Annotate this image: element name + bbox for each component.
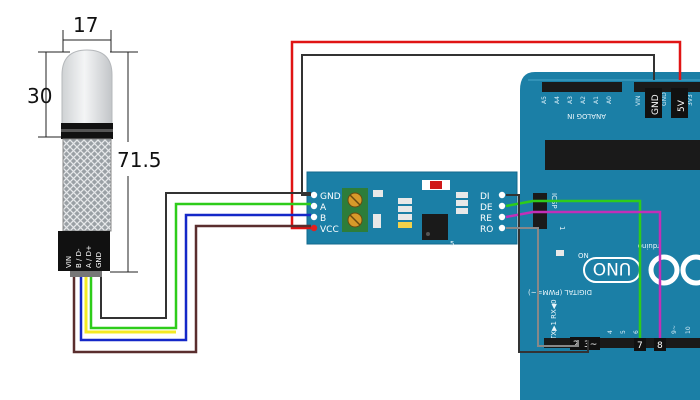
tag-5v: 5V bbox=[677, 99, 687, 112]
header-3v3: 3V3 bbox=[687, 94, 694, 106]
reset-label: 1 bbox=[558, 226, 566, 230]
on-label: ON bbox=[578, 252, 589, 260]
resistor-a bbox=[373, 190, 383, 197]
wire-sensor-b bbox=[79, 213, 311, 342]
digital-label: DIGITAL (PWM=~) bbox=[528, 288, 592, 296]
header-a5: A5 bbox=[541, 96, 548, 104]
module-pin-gnd: GND bbox=[320, 192, 341, 202]
wire-ro-pin3 bbox=[506, 227, 579, 347]
wire-di-pin2 bbox=[506, 194, 589, 353]
sensor-pin-b: B / D- bbox=[75, 248, 83, 268]
header-d4: 4 bbox=[607, 330, 614, 334]
header-d9: 9~ bbox=[671, 325, 678, 334]
power-tags: GND 5V bbox=[645, 88, 688, 118]
rs485-module: GND A B VCC 5 DI DE RE RO bbox=[306, 171, 518, 248]
header-d6: 6 bbox=[633, 330, 640, 334]
module-pin-ro: RO bbox=[480, 225, 493, 235]
sensor-connector bbox=[58, 231, 110, 271]
module-pin-de: DE bbox=[480, 203, 493, 213]
dim-width-label: 17 bbox=[73, 13, 98, 37]
header-gnd2: GND bbox=[661, 92, 668, 106]
dim-cap-label: 30 bbox=[27, 84, 52, 108]
digital-header: DIGITAL (PWM=~) TX▶1 RX◀0 4 5 6 9~ 10 bbox=[528, 288, 700, 348]
header-a0: A0 bbox=[606, 96, 613, 104]
dim-length-label: 71.5 bbox=[117, 148, 162, 172]
module-pin-re: RE bbox=[480, 214, 492, 224]
uno-text: UNO bbox=[593, 258, 632, 278]
module-pin-b: B bbox=[320, 214, 326, 224]
sensor-body bbox=[62, 138, 112, 232]
module-pin-di: DI bbox=[480, 192, 490, 202]
sensor-pin-gnd: GND bbox=[95, 252, 103, 268]
brand-text: rduino bbox=[638, 242, 660, 250]
wire-sensor-vin bbox=[84, 277, 176, 334]
sensor-probe: 17 30 71.5 VIN B / D- A / D+ GND bbox=[27, 13, 162, 277]
tag-pin8: 8 bbox=[657, 341, 663, 351]
ic-chip bbox=[422, 214, 448, 240]
mcu-chip bbox=[545, 140, 700, 170]
wire-5v-vcc bbox=[290, 40, 682, 230]
wire-sensor-gnd bbox=[100, 192, 311, 319]
wires bbox=[72, 40, 682, 354]
sensor-cap bbox=[61, 49, 113, 126]
ic-label: 5 bbox=[450, 240, 454, 248]
dimension-lines bbox=[38, 30, 138, 273]
wire-sensor-brown bbox=[72, 224, 311, 354]
wire-gnd-module bbox=[301, 54, 655, 196]
header-d5: 5 bbox=[620, 330, 627, 334]
sensor-ring-gap bbox=[61, 129, 113, 132]
module-pin-vcc: VCC bbox=[320, 225, 339, 235]
header-a3: A3 bbox=[567, 96, 574, 104]
sensor-pin-vin: VIN bbox=[65, 256, 73, 268]
analog-header: A5 A4 A3 A2 A1 A0 ANALOG IN bbox=[541, 82, 622, 120]
wire-sensor-a bbox=[89, 202, 311, 330]
power-header: VIN GND 3V3 bbox=[634, 82, 700, 106]
header-d10: 10 bbox=[685, 326, 692, 334]
arduino-board: A5 A4 A3 A2 A1 A0 ANALOG IN VIN GND 3V3 … bbox=[520, 72, 700, 400]
sensor-pin-a: A / D+ bbox=[85, 245, 93, 268]
header-a1: A1 bbox=[593, 96, 600, 104]
on-led bbox=[556, 250, 564, 256]
txrx-label: TX▶1 RX◀0 bbox=[550, 299, 558, 341]
tag-pin7: 7 bbox=[637, 341, 643, 351]
resistor-b bbox=[398, 198, 412, 204]
tag-gnd: GND bbox=[651, 94, 661, 115]
header-vin: VIN bbox=[635, 96, 642, 106]
pin-tags: 7 8 bbox=[634, 338, 666, 351]
sensor-connector-base bbox=[70, 271, 102, 277]
digital-pin-3: 3~ bbox=[584, 340, 597, 350]
header-a4: A4 bbox=[554, 96, 561, 104]
header-a2: A2 bbox=[580, 96, 587, 104]
sensor-pin-labels: VIN B / D- A / D+ GND bbox=[65, 245, 103, 268]
analog-in-label: ANALOG IN bbox=[567, 112, 606, 120]
module-pin-a: A bbox=[320, 203, 327, 213]
